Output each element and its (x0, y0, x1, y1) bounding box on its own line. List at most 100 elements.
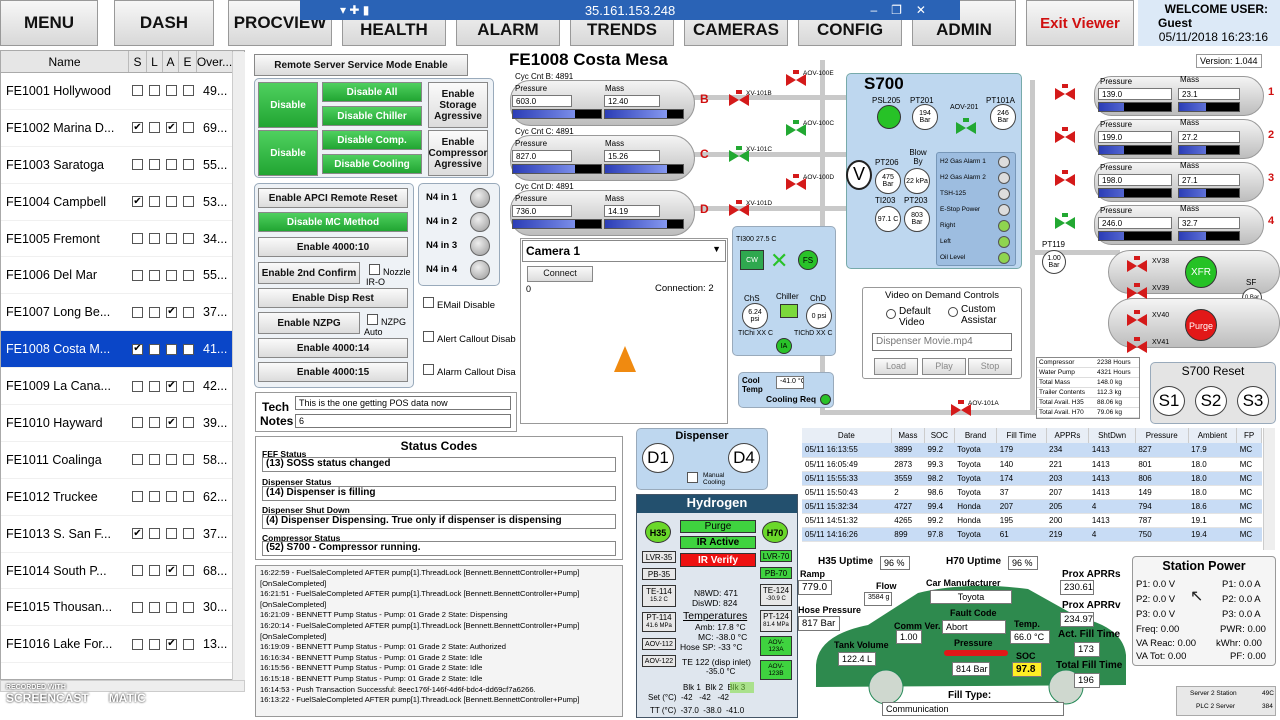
site-flag-checkbox[interactable] (183, 85, 194, 97)
site-row[interactable]: FE1006 Del Mar 55... (1, 257, 244, 295)
cascade-valve-icon[interactable] (1054, 84, 1076, 100)
site-flag-checkbox[interactable] (149, 343, 160, 355)
col-a[interactable]: A (163, 51, 179, 72)
xv-valve-icon[interactable] (1126, 283, 1148, 299)
video-play-button[interactable]: Play (922, 358, 966, 375)
site-flag-checkbox[interactable] (166, 343, 177, 355)
valve-icon[interactable] (728, 90, 750, 106)
disable-mc-button[interactable]: Disable MC Method (258, 212, 408, 232)
fill-col-header[interactable]: ShtDwn (1088, 428, 1136, 443)
fill-col-header[interactable]: SOC (924, 428, 955, 443)
site-list-hscroll[interactable] (0, 680, 245, 692)
site-flag-checkbox[interactable] (149, 454, 160, 466)
cascade-valve-icon[interactable] (1054, 170, 1076, 186)
email-cb[interactable] (423, 297, 434, 308)
site-flag-checkbox[interactable] (183, 380, 194, 392)
fill-col-header[interactable]: Pressure (1135, 428, 1189, 443)
tech-input[interactable]: This is the one getting POS data now (295, 396, 511, 410)
admin-button[interactable]: ADMIN (912, 0, 1016, 46)
site-flag-checkbox[interactable]: ✔ (166, 380, 177, 392)
valve-icon[interactable] (785, 120, 807, 136)
video-load-button[interactable]: Load (874, 358, 918, 375)
site-flag-checkbox[interactable] (183, 454, 194, 466)
site-flag-checkbox[interactable] (166, 601, 177, 613)
disable-all-button[interactable]: Disable All (322, 82, 422, 102)
site-flag-checkbox[interactable] (132, 417, 143, 429)
custom-video-radio[interactable]: Custom Assistar (948, 304, 1017, 326)
camera-dropdown-icon[interactable]: ▼ (712, 244, 721, 254)
video-stop-button[interactable]: Stop (968, 358, 1012, 375)
site-flag-checkbox[interactable] (149, 565, 160, 577)
video-file-select[interactable]: Dispenser Movie.mp4 (872, 333, 1012, 351)
site-row[interactable]: FE1015 Thousan... 30... (1, 589, 244, 627)
camera-connect-button[interactable]: Connect (527, 266, 593, 282)
site-row[interactable]: FE1008 Costa M...✔ 41... (1, 331, 244, 369)
site-row[interactable]: FE1001 Hollywood 49... (1, 73, 244, 110)
cascade-valve-icon[interactable] (1054, 213, 1076, 229)
fill-col-header[interactable]: APPRs (1046, 428, 1090, 443)
nozzle-checkbox[interactable]: Nozzle IR-O (366, 264, 414, 287)
xv-valve-icon[interactable] (1126, 337, 1148, 353)
site-flag-checkbox[interactable] (183, 528, 194, 540)
site-flag-checkbox[interactable] (166, 454, 177, 466)
site-flag-checkbox[interactable] (149, 196, 160, 208)
xv-valve-icon[interactable] (1126, 310, 1148, 326)
site-row[interactable]: FE1002 Marina D...✔ ✔ 69... (1, 110, 244, 147)
site-row[interactable]: FE1011 Coalinga 58... (1, 442, 244, 479)
fill-col-header[interactable]: Mass (891, 428, 926, 443)
site-flag-checkbox[interactable] (149, 417, 160, 429)
apci-reset-button[interactable]: Enable APCI Remote Reset (258, 188, 408, 208)
site-flag-checkbox[interactable] (149, 269, 160, 281)
site-flag-checkbox[interactable] (166, 269, 177, 281)
site-row[interactable]: FE1003 Saratoga 55... (1, 147, 244, 184)
site-flag-checkbox[interactable]: ✔ (132, 343, 143, 355)
site-flag-checkbox[interactable] (183, 343, 194, 355)
custom-radio-circle[interactable] (948, 307, 958, 317)
disable-button-2[interactable]: Disable (258, 130, 318, 176)
site-flag-checkbox[interactable] (132, 638, 143, 650)
menu-button[interactable]: MENU (0, 0, 98, 46)
alert-cb[interactable] (423, 331, 434, 342)
site-flag-checkbox[interactable] (183, 196, 194, 208)
enable-2nd-confirm-button[interactable]: Enable 2nd Confirm (258, 262, 360, 284)
site-flag-checkbox[interactable] (166, 491, 177, 503)
alarm-cb[interactable] (423, 364, 434, 375)
site-flag-checkbox[interactable] (183, 122, 194, 134)
valve-icon[interactable] (950, 400, 972, 416)
rd-pin-icon[interactable]: ▾ ✚ ▮ (340, 3, 370, 17)
fill-col-header[interactable]: Brand (954, 428, 998, 443)
enable-storage-button[interactable]: Enable Storage Agressive (428, 82, 488, 128)
enable-disp-rest-button[interactable]: Enable Disp Rest (258, 288, 408, 308)
site-flag-checkbox[interactable] (149, 233, 160, 244)
site-row[interactable]: FE1004 Campbell✔ 53... (1, 184, 244, 221)
enable-4000-14-button[interactable]: Enable 4000:14 (258, 338, 408, 358)
s2-button[interactable]: S2 (1195, 386, 1227, 416)
site-flag-checkbox[interactable] (132, 306, 143, 318)
d4-button[interactable]: D4 (728, 443, 760, 473)
fill-col-header[interactable]: Ambient (1188, 428, 1238, 443)
site-flag-checkbox[interactable] (166, 528, 177, 540)
site-flag-checkbox[interactable] (132, 380, 143, 392)
site-row[interactable]: FE1009 La Cana... ✔ 42... (1, 368, 244, 406)
fill-col-header[interactable]: Date (802, 428, 892, 443)
default-video-radio[interactable]: Default Video (886, 306, 939, 328)
manual-cooling-cb[interactable] (687, 472, 698, 483)
site-row[interactable]: FE1005 Fremont 34... (1, 221, 244, 258)
site-flag-checkbox[interactable] (183, 565, 194, 577)
site-flag-checkbox[interactable] (132, 85, 143, 97)
site-flag-checkbox[interactable]: ✔ (166, 638, 177, 650)
valve-icon[interactable] (728, 200, 750, 216)
site-row[interactable]: FE1007 Long Be... ✔ 37... (1, 294, 244, 332)
site-flag-checkbox[interactable]: ✔ (166, 121, 177, 134)
site-flag-checkbox[interactable] (149, 638, 160, 650)
site-flag-checkbox[interactable]: ✔ (166, 306, 177, 318)
site-flag-checkbox[interactable] (149, 380, 160, 392)
site-flag-checkbox[interactable] (166, 159, 177, 171)
col-name[interactable]: Name (1, 51, 129, 72)
